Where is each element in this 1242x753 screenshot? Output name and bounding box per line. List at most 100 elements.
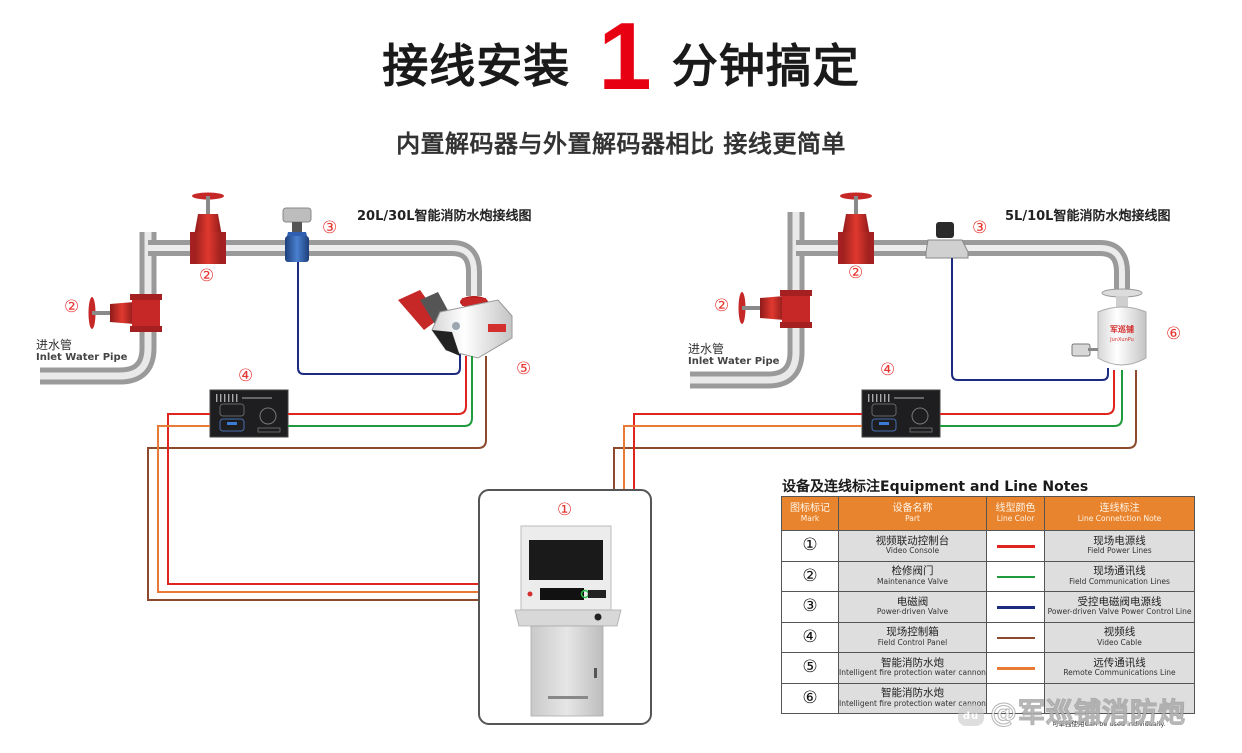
row-line-color [986,682,1045,714]
title-right: 分钟搞定 [671,39,860,93]
notes-title: 设备及连线标注Equipment and Line Notes [782,479,1089,495]
right-pipework [690,212,1130,389]
left-gate-valve [190,192,226,264]
right-gate-valve [838,192,874,264]
part-name-en: Maintenance Valve [877,576,948,586]
line-note-en: Field Power Lines [1087,546,1152,556]
mark-left-side-valve: ② [64,297,80,317]
mark-right-gate-valve: ② [848,263,864,283]
part-name-zh: 电磁阀 [896,595,929,608]
row-line-color [986,560,1045,592]
line-color-swatch [996,636,1035,640]
left-side-valve [88,294,162,332]
left-field-control-panel [209,389,289,438]
part-name-zh: 视频联动控制台 [875,534,950,547]
row-line-color [986,621,1045,653]
part-name-en: Intelligent fire protection water cannon [839,698,986,708]
part-name-en: Field Control Panel [877,637,948,647]
line-color-swatch [996,545,1035,548]
part-name-en: Intelligent fire protection water cannon [839,668,986,678]
part-name-zh: 现场控制箱 [886,626,939,639]
mark-right-side-valve: ② [714,296,730,316]
part-name-en: Video Console [885,546,940,556]
right-valve-power-wire [951,258,1109,381]
line-color-swatch [996,575,1035,579]
mark-left-gate-valve: ② [199,266,215,286]
line-note-en: Power-driven Valve Power Control Line [1047,607,1192,617]
video-console [478,489,652,725]
left-solenoid-valve [282,207,312,262]
row-line-note [1044,682,1195,714]
line-note-en: Video Cable [1097,637,1142,647]
row-mark: ⑤ [781,652,839,684]
row-mark: ⑥ [781,682,839,714]
right-side-valve [738,290,812,328]
line-note-zh: 视频线 [1103,626,1136,639]
title-left: 接线安装 [382,39,571,93]
page-title: 接线安装 1 分钟搞定 [0,3,1242,118]
mark-console: ① [557,500,573,520]
line-color-swatch [996,606,1035,609]
left-diagram-title: 20L/30L智能消防水炮接线图 [357,209,532,224]
line-note-en: Remote Communications Line [1063,668,1176,678]
row-mark: ② [781,560,839,592]
left-inlet-pipe-label: 进水管 Inlet Water Pipe [36,338,127,364]
line-note-zh: 远传通讯线 [1093,656,1146,669]
row-mark: ④ [781,621,839,653]
right-inlet-label-zh: 进水管 [688,342,725,356]
mark-right-cannon: ⑥ [1166,324,1182,344]
row-line-color [986,652,1045,684]
right-field-control-panel [861,389,941,438]
notes-footnote: 可单独使用Can be used individually. [1052,720,1166,728]
left-fire-cannon [398,290,513,359]
mark-left-cannon: ⑤ [516,359,532,379]
watermark: du@军巡铺消防炮 [958,691,1186,730]
mark-right-control-box: ④ [880,360,896,380]
row-line-color [986,591,1045,623]
right-cannon-brand-en: JunXunPu [1109,337,1134,343]
part-name-en: Power-driven Valve [876,607,949,617]
title-number: 1 [598,3,652,110]
right-cannon-brand: 军巡铺 [1110,324,1134,334]
mark-right-solenoid-valve: ③ [972,218,988,238]
left-wires [147,356,487,601]
line-note-zh: 现场电源线 [1093,534,1146,547]
part-name-zh: 检修阀门 [891,565,934,578]
right-inlet-label-en: Inlet Water Pipe [688,356,780,368]
right-fire-cannon: 军巡铺 JunXunPu [1071,288,1147,366]
left-pipework [40,212,482,385]
row-line-color [986,530,1045,562]
part-name-zh: 智能消防水炮 [881,656,944,669]
baidu-logo-icon: du [958,703,984,726]
left-inlet-label-zh: 进水管 [36,338,73,352]
right-inlet-pipe-label: 进水管 Inlet Water Pipe [688,342,779,368]
part-name-zh: 智能消防水炮 [881,687,944,700]
left-inlet-label-en: Inlet Water Pipe [36,352,128,364]
line-note-en: Field Communication Lines [1069,576,1170,586]
line-note-zh: 受控电磁阀电源线 [1077,595,1162,608]
page-subtitle: 内置解码器与外置解码器相比 接线更简单 [396,130,846,158]
line-color-swatch [996,667,1035,670]
